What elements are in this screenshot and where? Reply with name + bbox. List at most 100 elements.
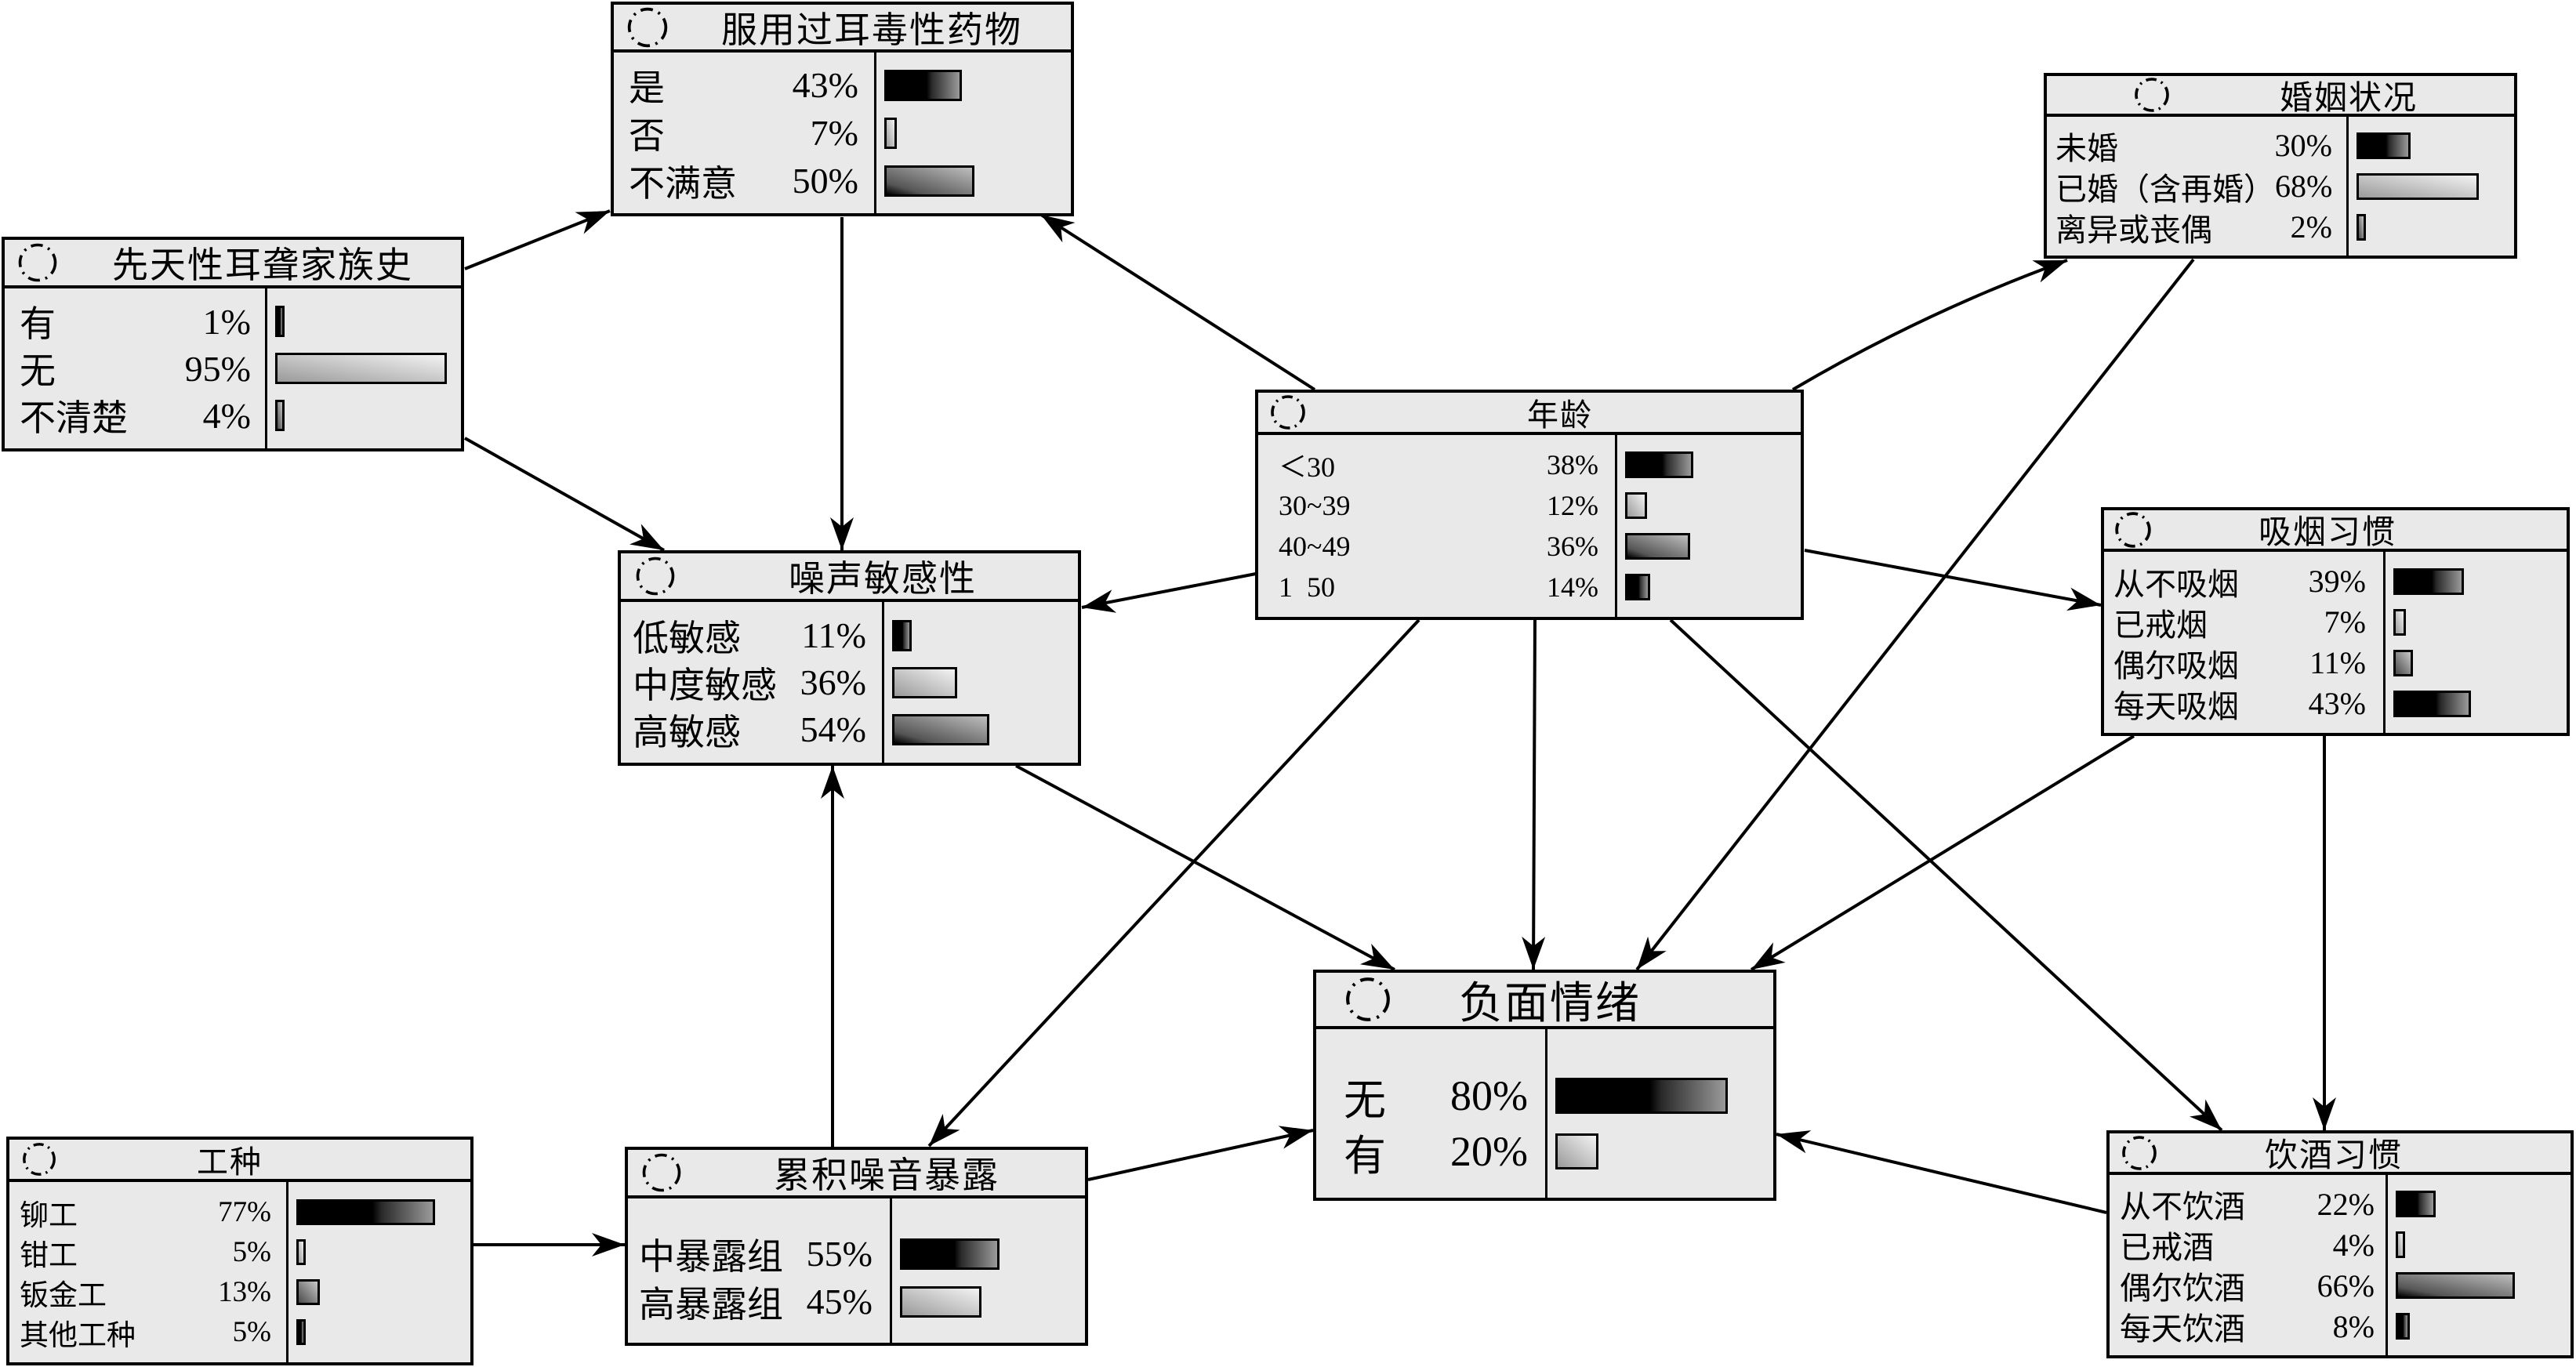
state-percent: 22% xyxy=(2317,1186,2375,1222)
bar-row xyxy=(1625,526,1801,567)
probability-bar xyxy=(2356,132,2411,159)
state-label: 偶尔吸烟 xyxy=(2113,647,2239,684)
state-label: 有 xyxy=(1344,1132,1386,1180)
bar-row xyxy=(1555,1124,1773,1180)
bar-list xyxy=(892,1198,1085,1343)
node-title: 累积噪音暴露 xyxy=(774,1155,1000,1195)
state-label: 不清楚 xyxy=(20,398,128,438)
probability-bar xyxy=(1625,533,1690,560)
state-label: 高暴露组 xyxy=(639,1284,783,1325)
probability-bar xyxy=(900,1285,981,1318)
bar-row xyxy=(2356,125,2514,166)
edge-age-to-drinking xyxy=(1669,618,2223,1132)
edge-smoking-to-negative-emotion xyxy=(1750,734,2135,971)
probability-bar xyxy=(2393,649,2414,676)
state-label: 钣金工 xyxy=(20,1279,107,1312)
state-label: 离异或丧偶 xyxy=(2055,212,2212,248)
state-label: 有 xyxy=(20,304,56,344)
state-percent: 5% xyxy=(232,1236,271,1268)
bar-row xyxy=(2393,643,2567,684)
state-label: 未婚 xyxy=(2055,130,2118,166)
dashed-circle-icon xyxy=(23,1143,56,1176)
state-label: 已戒烟 xyxy=(2113,607,2208,643)
state-label: 从不饮酒 xyxy=(2120,1189,2245,1224)
dashed-circle-icon xyxy=(1271,395,1305,430)
state-percent: 38% xyxy=(1547,449,1598,480)
state-label: 中度敏感 xyxy=(633,665,777,705)
state-label: 是 xyxy=(629,67,665,108)
node-title: 噪声敏感性 xyxy=(789,559,977,599)
bar-row xyxy=(275,345,461,392)
state-percent: 14% xyxy=(1547,571,1598,603)
state-row: 无 95% xyxy=(20,345,251,392)
edge-family-history-to-ototoxic-drug xyxy=(464,209,611,270)
state-percent: 45% xyxy=(806,1282,873,1322)
state-label: 30~39 xyxy=(1279,490,1351,521)
node-title: 先天性耳聋家族史 xyxy=(112,245,413,285)
node-header: 负面情绪 xyxy=(1316,973,1773,1029)
bar-list xyxy=(288,1182,470,1362)
state-label: 无 xyxy=(20,351,56,391)
state-label: 每天吸烟 xyxy=(2113,688,2239,724)
probability-bar xyxy=(1555,1078,1728,1114)
state-percent: 66% xyxy=(2317,1267,2375,1304)
probability-bar xyxy=(1625,451,1694,478)
node-header: 先天性耳聋家族史 xyxy=(5,240,461,288)
state-label: 其他工种 xyxy=(20,1319,136,1352)
bar-list xyxy=(267,288,461,448)
state-label: ＜30 xyxy=(1279,451,1336,483)
probability-bar xyxy=(296,1319,306,1345)
bar-row xyxy=(296,1272,470,1312)
state-label: 1 50 xyxy=(1279,571,1335,603)
node-header: 饮酒习惯 xyxy=(2110,1133,2571,1175)
bar-row xyxy=(900,1278,1085,1325)
probability-bar xyxy=(2393,690,2471,717)
node-header: 噪声敏感性 xyxy=(621,553,1078,602)
edge-noise-sensitivity-to-negative-emotion xyxy=(1015,764,1395,971)
state-percent: 7% xyxy=(810,113,858,153)
state-percent: 80% xyxy=(1450,1072,1528,1119)
bar-row xyxy=(884,109,1071,157)
state-percent: 95% xyxy=(184,348,251,389)
state-label: 40~49 xyxy=(1279,531,1351,562)
state-percent: 39% xyxy=(2308,564,2366,599)
dashed-circle-icon xyxy=(2122,1135,2157,1170)
edge-age-to-negative-emotion xyxy=(1522,619,1546,970)
bar-list xyxy=(2386,552,2567,733)
dashed-circle-icon xyxy=(1346,977,1390,1021)
probability-bar xyxy=(1625,574,1651,600)
bar-row xyxy=(1625,485,1801,526)
probability-bar xyxy=(2356,172,2480,200)
state-label: 已婚（含再婚） xyxy=(2055,171,2275,207)
state-label: 不满意 xyxy=(629,163,737,204)
bar-list xyxy=(1547,1029,1773,1198)
probability-bar xyxy=(900,1238,1000,1270)
dashed-circle-icon xyxy=(2135,78,2169,112)
